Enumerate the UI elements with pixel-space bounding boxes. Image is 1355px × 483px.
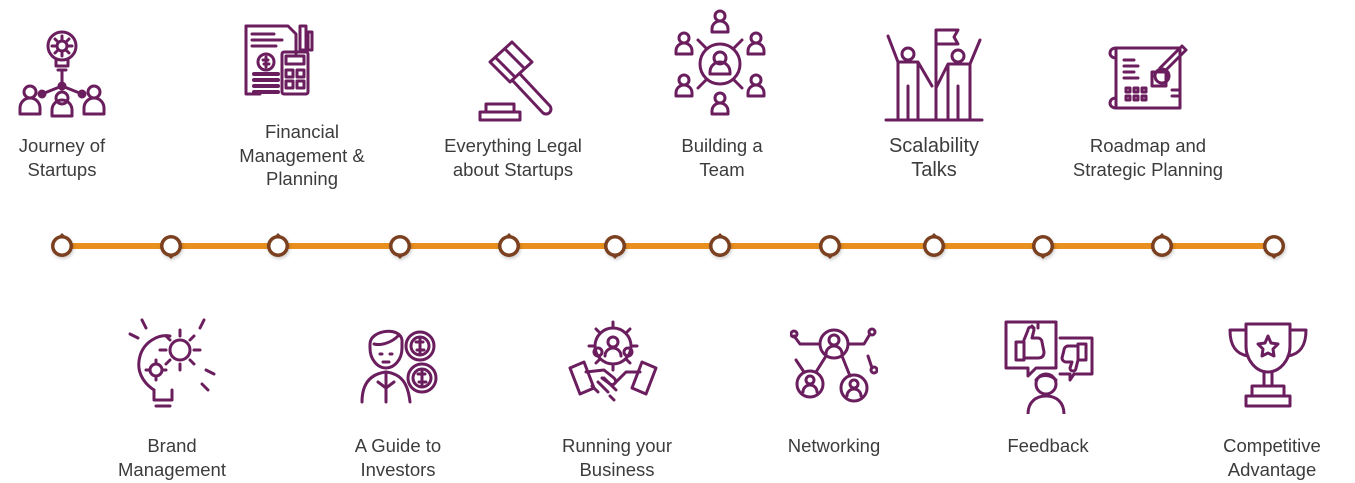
timeline-node [264,232,292,260]
timeline-node [1029,232,1057,260]
people-flag-icon [882,26,986,122]
gavel-icon [476,40,562,122]
timeline-line [62,243,1274,249]
topic-label: Brand Management [118,435,226,480]
blueprint-icon [1104,38,1190,112]
timeline-node [495,232,523,260]
timeline-node [386,232,414,260]
topic-label: Journey of Startups [18,135,106,180]
topic-label: Running your Business [561,435,673,480]
investor-coins-icon [356,318,442,404]
topic-label: Roadmap and Strategic Planning [1072,135,1224,180]
timeline-node [1148,232,1176,260]
topic-label: Building a Team [681,135,763,180]
team-network-icon [668,8,772,118]
feedback-icon [1002,318,1096,414]
topic-label: Scalability Talks [888,135,980,181]
idea-network-icon [12,28,112,120]
topic-label: A Guide to Investors [354,435,442,480]
finance-calculator-icon [240,22,326,102]
bulb-gear-icon [124,314,218,410]
timeline-node [920,232,948,260]
topic-label: Feedback [1007,435,1089,456]
topic-label: Financial Management & Planning [239,121,365,189]
topic-label: Everything Legal about Startups [444,135,582,180]
timeline-node [1260,232,1288,260]
timeline-node [48,232,76,260]
people-network-icon [790,320,878,406]
trophy-icon [1224,320,1312,412]
timeline-node [706,232,734,260]
timeline-node [601,232,629,260]
handshake-icon [566,316,660,412]
topic-label: Competitive Advantage [1223,435,1321,480]
timeline-node [816,232,844,260]
timeline-node [157,232,185,260]
topic-label: Networking [787,435,881,456]
